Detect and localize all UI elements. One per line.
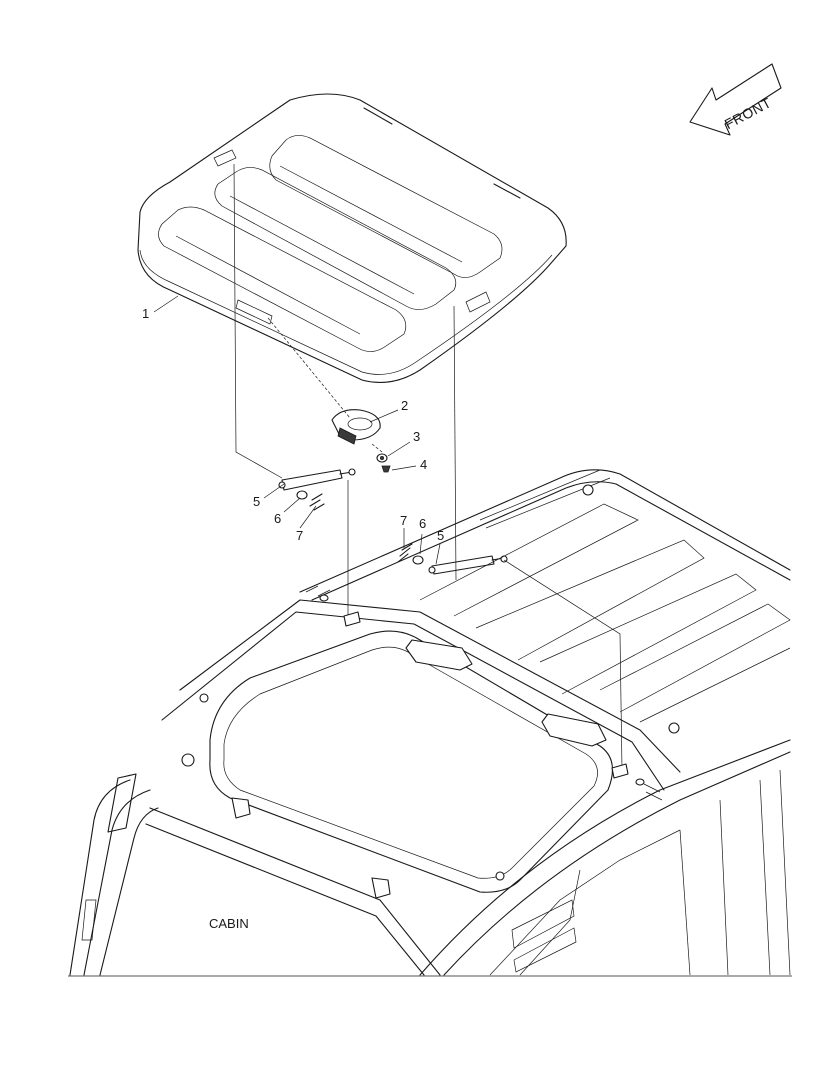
pin-7-right [397, 543, 413, 563]
screw-4 [381, 465, 391, 473]
latch-handle [331, 409, 381, 445]
assembly-guide-lines [233, 163, 623, 771]
roof-hatch-panel [137, 93, 567, 383]
front-direction-arrow: FRONT [689, 63, 782, 136]
callout-leaders [153, 295, 441, 565]
callout-1: 1 [142, 306, 149, 321]
washer-6-right [412, 555, 424, 565]
pin-7-left [309, 493, 325, 511]
callout-5-right: 5 [437, 528, 444, 543]
gas-strut-right [428, 555, 508, 575]
callout-7-left: 7 [296, 528, 303, 543]
callout-numbers: 1 2 3 4 5 6 7 7 6 5 [142, 306, 444, 543]
callout-4: 4 [420, 457, 427, 472]
cabin-body [68, 469, 792, 977]
callout-3: 3 [413, 429, 420, 444]
callout-5-left: 5 [253, 494, 260, 509]
callout-6-left: 6 [274, 511, 281, 526]
washer-3 [376, 453, 388, 463]
front-label: FRONT [722, 94, 774, 132]
washer-6-left [296, 490, 308, 500]
cabin-label: CABIN [209, 916, 249, 931]
gas-strut-left [278, 468, 356, 491]
callout-6-right: 6 [419, 516, 426, 531]
callout-2: 2 [401, 398, 408, 413]
callout-7-right: 7 [400, 513, 407, 528]
